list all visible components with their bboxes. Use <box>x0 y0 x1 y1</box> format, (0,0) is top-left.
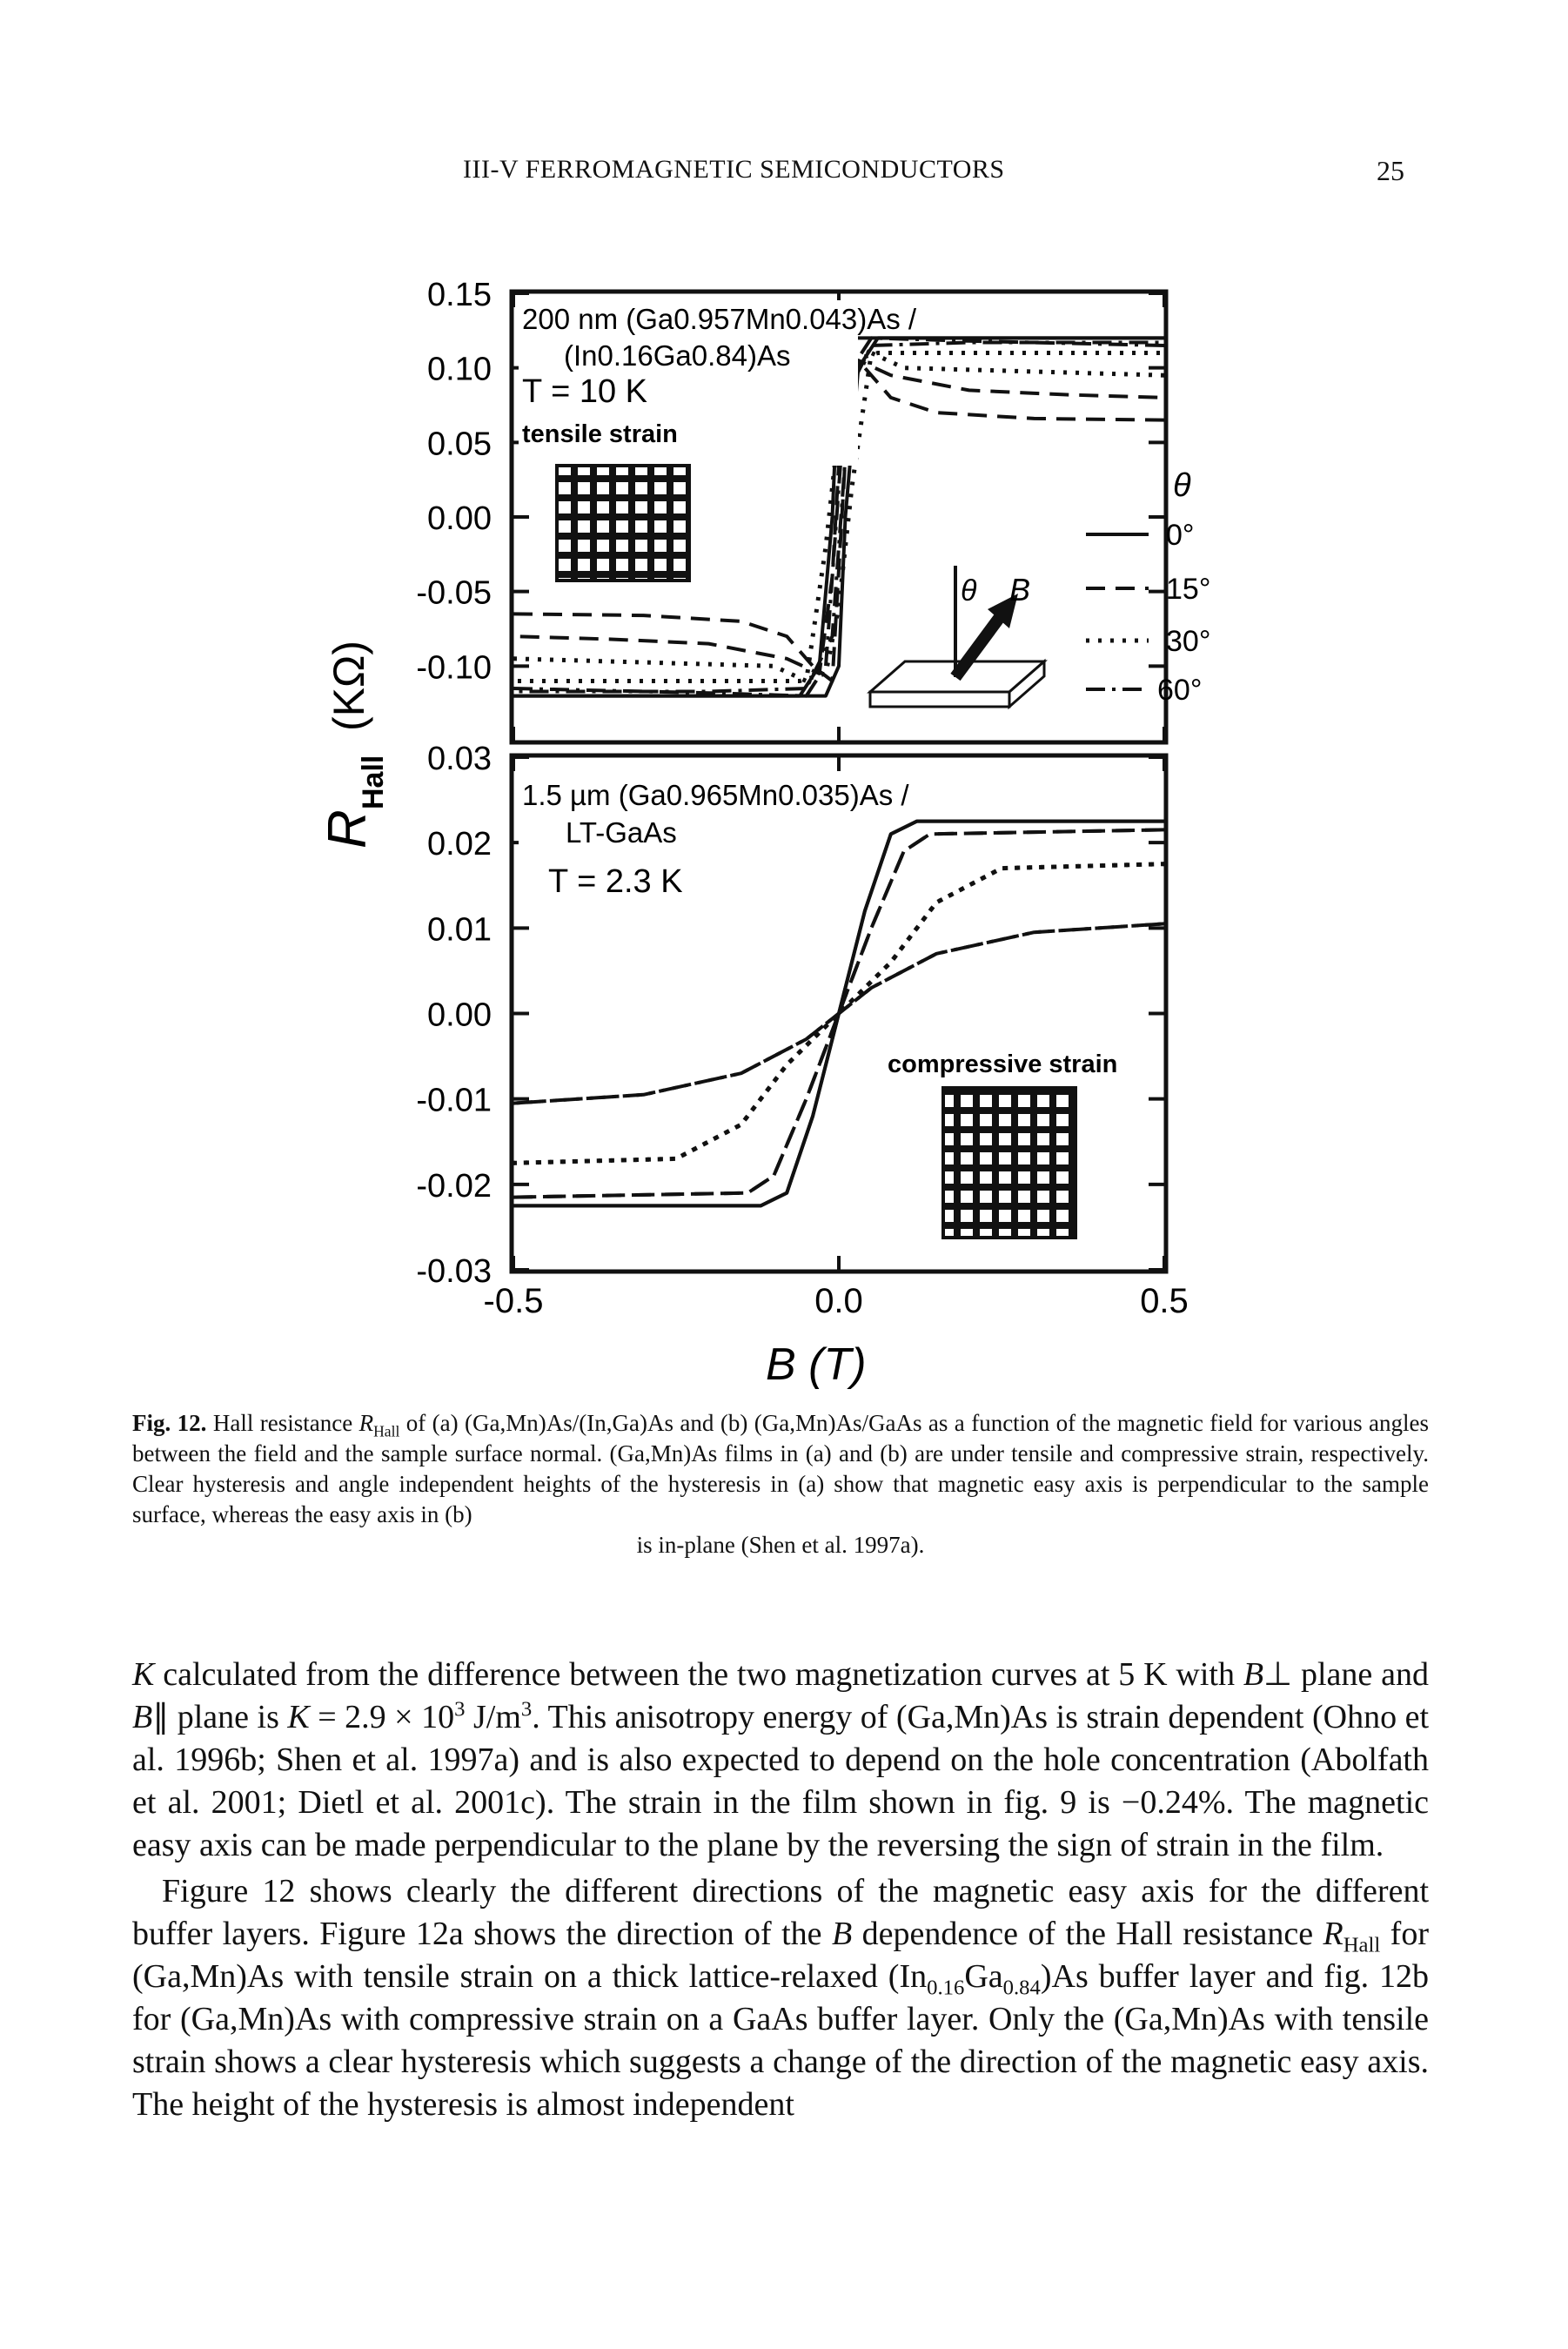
panel-a-sample-line2: (In0.16Ga0.84)As <box>564 339 791 372</box>
inset-theta: θ <box>961 574 977 607</box>
legend-entry-60: 60° <box>1157 674 1202 707</box>
y-tick-label-a-0: 0.15 <box>427 277 492 313</box>
legend-title: θ <box>1173 467 1191 504</box>
legend-entry-0: 0° <box>1166 519 1195 552</box>
y-axis-label-subscript: Hall <box>357 755 390 809</box>
tensile-strain-lattice-icon <box>555 464 691 582</box>
page-number: 25 <box>1377 155 1404 186</box>
series-b-3-branch-1 <box>513 922 1165 1105</box>
y-tick-label-b-1: 0.02 <box>427 826 492 862</box>
series-a-3-branch-1 <box>513 336 1165 694</box>
field-angle-geometry-inset: θ B <box>867 566 1048 710</box>
legend: θ 0° 15° 30° 60° <box>1086 467 1210 707</box>
caption-r-symbol: R <box>358 1410 374 1436</box>
series-b-1-branch-1 <box>513 828 1165 1199</box>
panel-b-strain-label: compressive strain <box>888 1050 1117 1078</box>
y-tick-label-b-2: 0.01 <box>427 911 492 948</box>
y-tick-label-a-1: 0.10 <box>427 352 492 388</box>
y-tick-label-b-4: -0.01 <box>416 1083 492 1119</box>
paragraph-2: Figure 12 shows clearly the different di… <box>132 1873 1429 2123</box>
caption-last-line: is in-plane (Shen et al. 1997a). <box>636 1532 925 1558</box>
caption-text-part1: Hall resistance <box>212 1410 359 1436</box>
caption-label: Fig. 12. <box>132 1410 207 1436</box>
panel-a-temperature: T = 10 K <box>522 373 647 410</box>
panel-b-frame <box>509 753 1169 1274</box>
compressive-strain-lattice-icon <box>941 1086 1077 1239</box>
y-tick-label-a-5: -0.10 <box>416 649 492 686</box>
legend-entry-15: 15° <box>1166 573 1210 606</box>
y-tick-label-b-0: 0.03 <box>427 741 492 777</box>
figure-caption: Fig. 12. Hall resistance RHall of (a) (G… <box>132 1408 1429 1560</box>
panel-a-annotation: 200 nm (Ga0.957Mn0.043)As / (In0.16Ga0.8… <box>519 300 917 466</box>
panel-a-curves <box>513 336 1165 698</box>
y-tick-label-a-3: 0.00 <box>427 500 492 537</box>
caption-text-part2: of (a) (Ga,Mn)As/(In,Ga)As and (b) (Ga,M… <box>132 1410 1430 1527</box>
panel-a-frame <box>509 289 1169 745</box>
panel-b-annotation: 1.5 µm (Ga0.965Mn0.035)As / LT-GaAs T = … <box>519 764 1117 1078</box>
x-tick-label-1: 0.0 <box>814 1282 863 1320</box>
paragraph-1: K calculated from the difference between… <box>132 1656 1430 1863</box>
x-tick-label-0: -0.5 <box>484 1282 544 1320</box>
panel-b-sample-line2: LT-GaAs <box>566 816 677 849</box>
y-axis-label: R <box>318 809 378 849</box>
panel-b-y-tick-labels: 0.03 0.02 0.01 0.00 -0.01 -0.02 -0.03 <box>416 741 492 1290</box>
x-tick-labels: -0.5 0.0 0.5 <box>484 1282 1189 1320</box>
x-tick-label-2: 0.5 <box>1140 1282 1189 1320</box>
panel-a-sample-line1: 200 nm (Ga0.957Mn0.043)As / <box>522 303 917 335</box>
body-text: K calculated from the difference between… <box>132 1654 1429 2126</box>
caption-r-subscript: Hall <box>373 1422 400 1440</box>
panel-b-temperature: T = 2.3 K <box>548 863 683 900</box>
panel-b-curves <box>513 819 1165 1208</box>
panel-a-strain-label: tensile strain <box>522 420 678 448</box>
x-axis-label: B (T) <box>766 1339 867 1390</box>
hall-resistance-figure: R Hall (KΩ) 0.15 0.10 0.05 0.00 -0.05 -0.10 0… <box>318 277 1210 1390</box>
y-axis-unit: (KΩ) <box>325 641 373 731</box>
panel-b-sample-line1: 1.5 µm (Ga0.965Mn0.035)As / <box>522 779 909 811</box>
y-tick-label-b-6: -0.03 <box>416 1253 492 1290</box>
panel-b-ticks <box>512 755 1166 1272</box>
y-axis-title: R Hall (KΩ) <box>318 641 390 849</box>
series-a-3-branch-0 <box>513 340 1164 698</box>
legend-entry-30: 30° <box>1166 625 1210 658</box>
y-tick-label-a-2: 0.05 <box>427 426 492 462</box>
y-tick-label-a-4: -0.05 <box>416 575 492 612</box>
inset-b-field: B <box>1009 572 1030 607</box>
x-axis-title: B (T) <box>766 1339 867 1390</box>
panel-a-y-tick-labels: 0.15 0.10 0.05 0.00 -0.05 -0.10 <box>416 277 492 686</box>
y-tick-label-b-3: 0.00 <box>427 997 492 1034</box>
y-tick-label-b-5: -0.02 <box>416 1168 492 1205</box>
running-title: III-V FERROMAGNETIC SEMICONDUCTORS <box>463 155 1005 184</box>
